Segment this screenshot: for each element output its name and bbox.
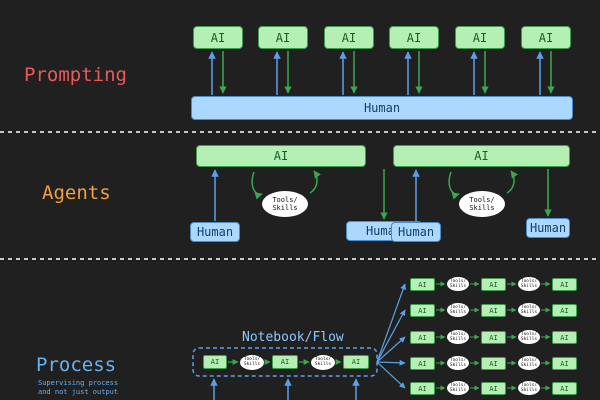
branch-ai-box: AI xyxy=(481,382,506,395)
prompting-title: Prompting xyxy=(24,64,127,86)
agent-tools-bubble: Tools/ Skills xyxy=(459,191,505,217)
agent-human-input-box: Human xyxy=(391,222,441,242)
flow-ai-box: AI xyxy=(343,355,369,369)
branch-tools-bubble: Tools/ Skills xyxy=(447,356,469,370)
prompting-ai-box: AI xyxy=(389,26,439,49)
prompting-ai-box: AI xyxy=(324,26,374,49)
branch-tools-bubble: Tools/ Skills xyxy=(447,330,469,344)
branch-tools-bubble: Tools/ Skills xyxy=(518,381,540,395)
branch-ai-box: AI xyxy=(552,278,577,291)
flow-tools-bubble: Tools/ Skills xyxy=(240,354,264,370)
branch-arrow xyxy=(376,309,406,363)
branch-arrow xyxy=(376,336,406,363)
branch-ai-box: AI xyxy=(410,304,435,317)
branch-ai-box: AI xyxy=(410,382,435,395)
flow-tools-bubble: Tools/ Skills xyxy=(311,354,335,370)
agent-ai-box: AI xyxy=(393,145,570,167)
branch-arrow xyxy=(376,359,406,366)
branch-tools-bubble: Tools/ Skills xyxy=(447,277,469,291)
prompting-ai-box: AI xyxy=(258,26,308,49)
flow-ai-box: AI xyxy=(272,355,298,369)
branch-tools-bubble: Tools/ Skills xyxy=(518,277,540,291)
branch-tools-bubble: Tools/ Skills xyxy=(447,303,469,317)
branch-ai-box: AI xyxy=(481,357,506,370)
agent-to-tools-arrow xyxy=(251,171,263,200)
branch-tools-bubble: Tools/ Skills xyxy=(518,303,540,317)
process-title: Process xyxy=(36,354,117,376)
branch-ai-box: AI xyxy=(410,357,435,370)
tools-to-agent-arrow xyxy=(506,170,518,194)
branch-ai-box: AI xyxy=(552,331,577,344)
process-subtitle-line1: Supervising process xyxy=(38,379,119,387)
branch-ai-box: AI xyxy=(481,278,506,291)
branch-ai-box: AI xyxy=(552,357,577,370)
agent-ai-box: AI xyxy=(196,145,366,167)
notebook-flow-label: Notebook/Flow xyxy=(242,330,344,345)
prompting-ai-box: AI xyxy=(521,26,571,49)
branch-ai-box: AI xyxy=(410,278,435,291)
branch-tools-bubble: Tools/ Skills xyxy=(518,330,540,344)
agent-to-tools-arrow xyxy=(448,171,460,200)
branch-arrow xyxy=(376,361,406,389)
process-subtitle-line2: and not just output xyxy=(38,388,119,396)
branch-ai-box: AI xyxy=(481,304,506,317)
tools-to-agent-arrow xyxy=(309,170,321,194)
prompting-ai-box: AI xyxy=(193,26,243,49)
agent-human-output-box: Human xyxy=(526,218,570,238)
branch-arrow xyxy=(376,283,406,363)
agent-human-input-box: Human xyxy=(190,222,240,242)
branch-ai-box: AI xyxy=(552,382,577,395)
agent-tools-bubble: Tools/ Skills xyxy=(262,191,308,217)
branch-ai-box: AI xyxy=(552,304,577,317)
branch-tools-bubble: Tools/ Skills xyxy=(518,356,540,370)
branch-tools-bubble: Tools/ Skills xyxy=(447,381,469,395)
agents-title: Agents xyxy=(42,182,111,204)
branch-ai-box: AI xyxy=(481,331,506,344)
prompting-ai-box: AI xyxy=(455,26,505,49)
flow-ai-box: AI xyxy=(203,355,227,369)
branch-ai-box: AI xyxy=(410,331,435,344)
prompting-human-box: Human xyxy=(191,96,573,120)
